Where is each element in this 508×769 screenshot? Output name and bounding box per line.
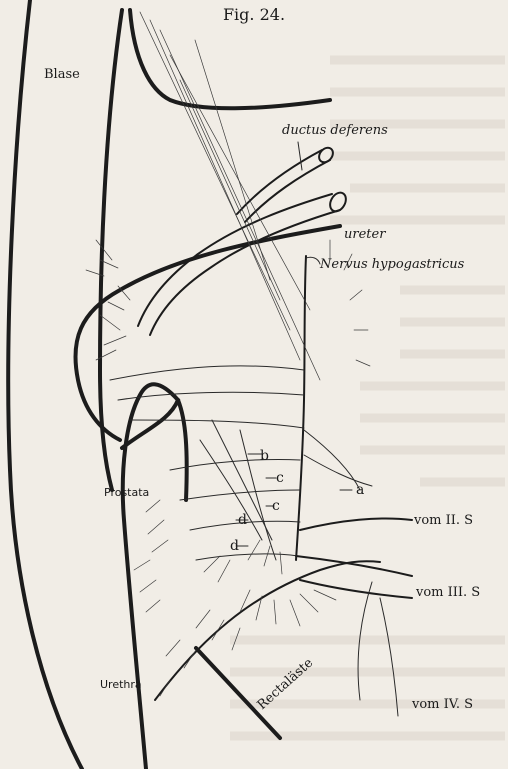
letter-d-upper: d bbox=[238, 512, 247, 528]
label-urethra: Urethra bbox=[100, 678, 142, 691]
label-ureter: ureter bbox=[344, 227, 386, 242]
letter-b: b bbox=[260, 448, 269, 464]
label-blase: Blase bbox=[44, 67, 80, 82]
label-nervus-hypogastricus: Nervus hypogastricus bbox=[319, 257, 465, 272]
label-vom-iii-s: vom III. S bbox=[415, 585, 480, 600]
label-prostata: Prostata bbox=[104, 486, 149, 499]
label-ductus-deferens: ductus deferens bbox=[282, 123, 388, 138]
letter-a: a bbox=[356, 482, 364, 498]
label-vom-ii-s: vom II. S bbox=[413, 513, 473, 528]
letter-c-lower: c bbox=[272, 498, 280, 514]
figure-title: Fig. 24. bbox=[223, 5, 285, 24]
label-vom-iv-s: vom IV. S bbox=[411, 697, 473, 712]
letter-d-lower: d bbox=[230, 538, 239, 554]
letter-c-upper: c bbox=[276, 470, 284, 486]
